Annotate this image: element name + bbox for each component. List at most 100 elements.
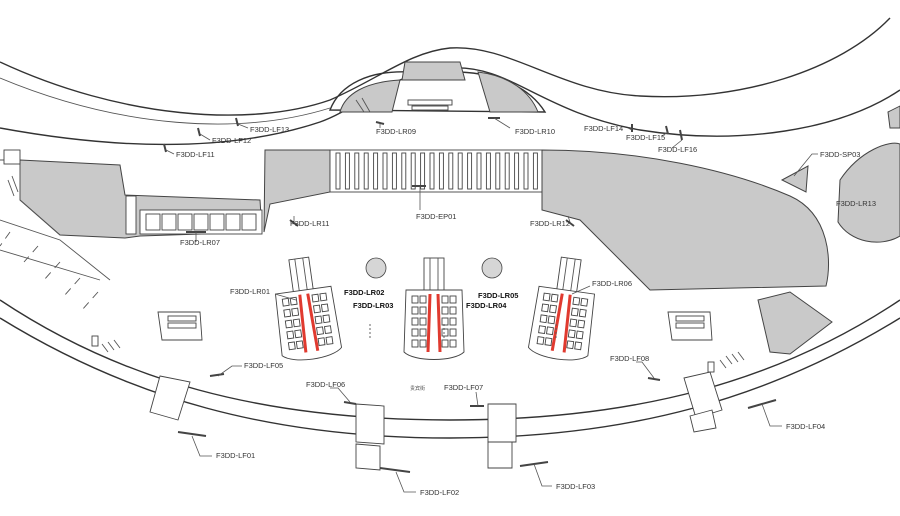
carousel-slot	[295, 340, 304, 350]
label-ep01: F3DD-EP01	[416, 212, 456, 221]
carousel-slot	[547, 315, 556, 325]
security-lane	[438, 152, 444, 190]
carousel-slot	[536, 336, 545, 345]
carousel-slot	[567, 329, 576, 339]
label-lf01: F3DD-LF01	[216, 451, 255, 460]
carousel-slot	[411, 339, 419, 348]
label-lr12: F3DD-LR12	[530, 219, 570, 228]
right-block	[541, 149, 830, 291]
carousel-slot	[411, 306, 419, 315]
security-lane	[420, 152, 426, 190]
label-lf02: F3DD-LF02	[420, 488, 459, 497]
label-lf16: F3DD-LF16	[658, 145, 697, 154]
label-lf04: F3DD-LF04	[786, 422, 825, 431]
label-lr11: F3DD-LR11	[290, 219, 329, 228]
label-lf12: F3DD-LF12	[212, 136, 251, 145]
label-lr07: F3DD-LR07	[180, 238, 220, 247]
carousel-slot	[419, 295, 427, 304]
lr07-racks	[145, 213, 257, 231]
security-lane	[429, 152, 435, 190]
label-lr03: F3DD-LR03	[353, 301, 393, 310]
security-lane	[363, 152, 369, 190]
carousel-slot	[411, 328, 419, 337]
security-lane	[382, 152, 388, 190]
label-lr13: F3DD-LR13	[836, 199, 876, 208]
carousel-slot	[325, 336, 334, 345]
carousel-slot	[287, 341, 296, 351]
security-lane	[495, 152, 501, 190]
label-lr05: F3DD-LR05	[478, 291, 518, 300]
label-lf05: F3DD-LF05	[244, 361, 283, 370]
security-lane	[532, 152, 538, 190]
carousel-slot	[550, 293, 559, 303]
label-lr04: F3DD-LR04	[466, 301, 507, 310]
zone-top-center	[401, 61, 466, 81]
carousel-slot	[449, 306, 457, 315]
label-lf07: F3DD-LF07	[444, 383, 483, 392]
carousel-slot	[283, 308, 292, 318]
label-lr06: F3DD-LR06	[592, 279, 632, 288]
upper-island	[328, 61, 547, 113]
carousel-slot	[419, 328, 427, 337]
label-lf06: F3DD-LF06	[306, 380, 345, 389]
carousel-slot	[419, 339, 427, 348]
kiosk-right	[667, 311, 713, 341]
zone-lr10	[477, 71, 539, 113]
zone-lr12	[541, 149, 830, 291]
security-lane	[344, 152, 350, 190]
security-lane	[401, 152, 407, 190]
gate-boxes	[149, 371, 723, 471]
carousel-slot	[286, 330, 295, 340]
security-lane	[476, 152, 482, 190]
carousel-slot	[574, 341, 583, 351]
carousel-slot	[539, 314, 548, 324]
label-lf13: F3DD-LF13	[250, 125, 289, 134]
carousel-slot	[544, 337, 553, 347]
security-lane	[391, 152, 397, 190]
carousel-slot	[449, 317, 457, 326]
zone-lr11	[263, 149, 331, 233]
terminal-outline	[0, 219, 900, 439]
label-lr10: F3DD-LR10	[515, 127, 555, 136]
labels: F3DD-LF01 F3DD-LF02 F3DD-LF03 F3DD-LF04 …	[176, 124, 876, 497]
carousel-slot	[449, 328, 457, 337]
security-lane	[373, 152, 379, 190]
entry-grilles	[91, 324, 745, 373]
security-lane	[354, 152, 360, 190]
left-curb	[0, 231, 99, 311]
carousel-slot	[441, 295, 449, 304]
label-lf08: F3DD-LF08	[610, 354, 649, 363]
zone-top-right	[887, 105, 900, 129]
column-left	[365, 257, 387, 279]
label-lr01: F3DD-LR01	[230, 287, 270, 296]
security-lane	[457, 152, 463, 190]
carousel-slot	[566, 340, 575, 350]
carousel-slot	[578, 308, 587, 318]
carousel-slot	[312, 304, 321, 314]
kiosk-left	[157, 311, 203, 341]
far-right	[757, 105, 900, 355]
carousel-slot	[291, 307, 300, 317]
carousel-slot	[449, 295, 457, 304]
security-lane	[467, 152, 473, 190]
label-lf11: F3DD-LF11	[176, 150, 215, 159]
carousel-slot	[577, 319, 586, 329]
carousel-slot	[294, 329, 303, 339]
security-lane	[335, 152, 341, 190]
carousel-slot	[441, 339, 449, 348]
carousel-slot	[320, 303, 329, 313]
zone-lr13	[837, 142, 900, 243]
carousel-slot	[292, 318, 301, 328]
carousel-slot	[419, 306, 427, 315]
label-small-mark: 贵宾街	[410, 385, 425, 392]
left-block	[0, 149, 331, 239]
carousel-center	[403, 257, 465, 360]
label-sp03: F3DD-SP03	[820, 150, 860, 159]
carousel-slot	[538, 325, 547, 335]
carousel-slot	[317, 337, 326, 347]
leader-lines	[165, 117, 818, 493]
outer-road	[0, 17, 900, 146]
zone-sp03	[780, 165, 809, 193]
label-lr02: F3DD-LR02	[344, 288, 384, 297]
